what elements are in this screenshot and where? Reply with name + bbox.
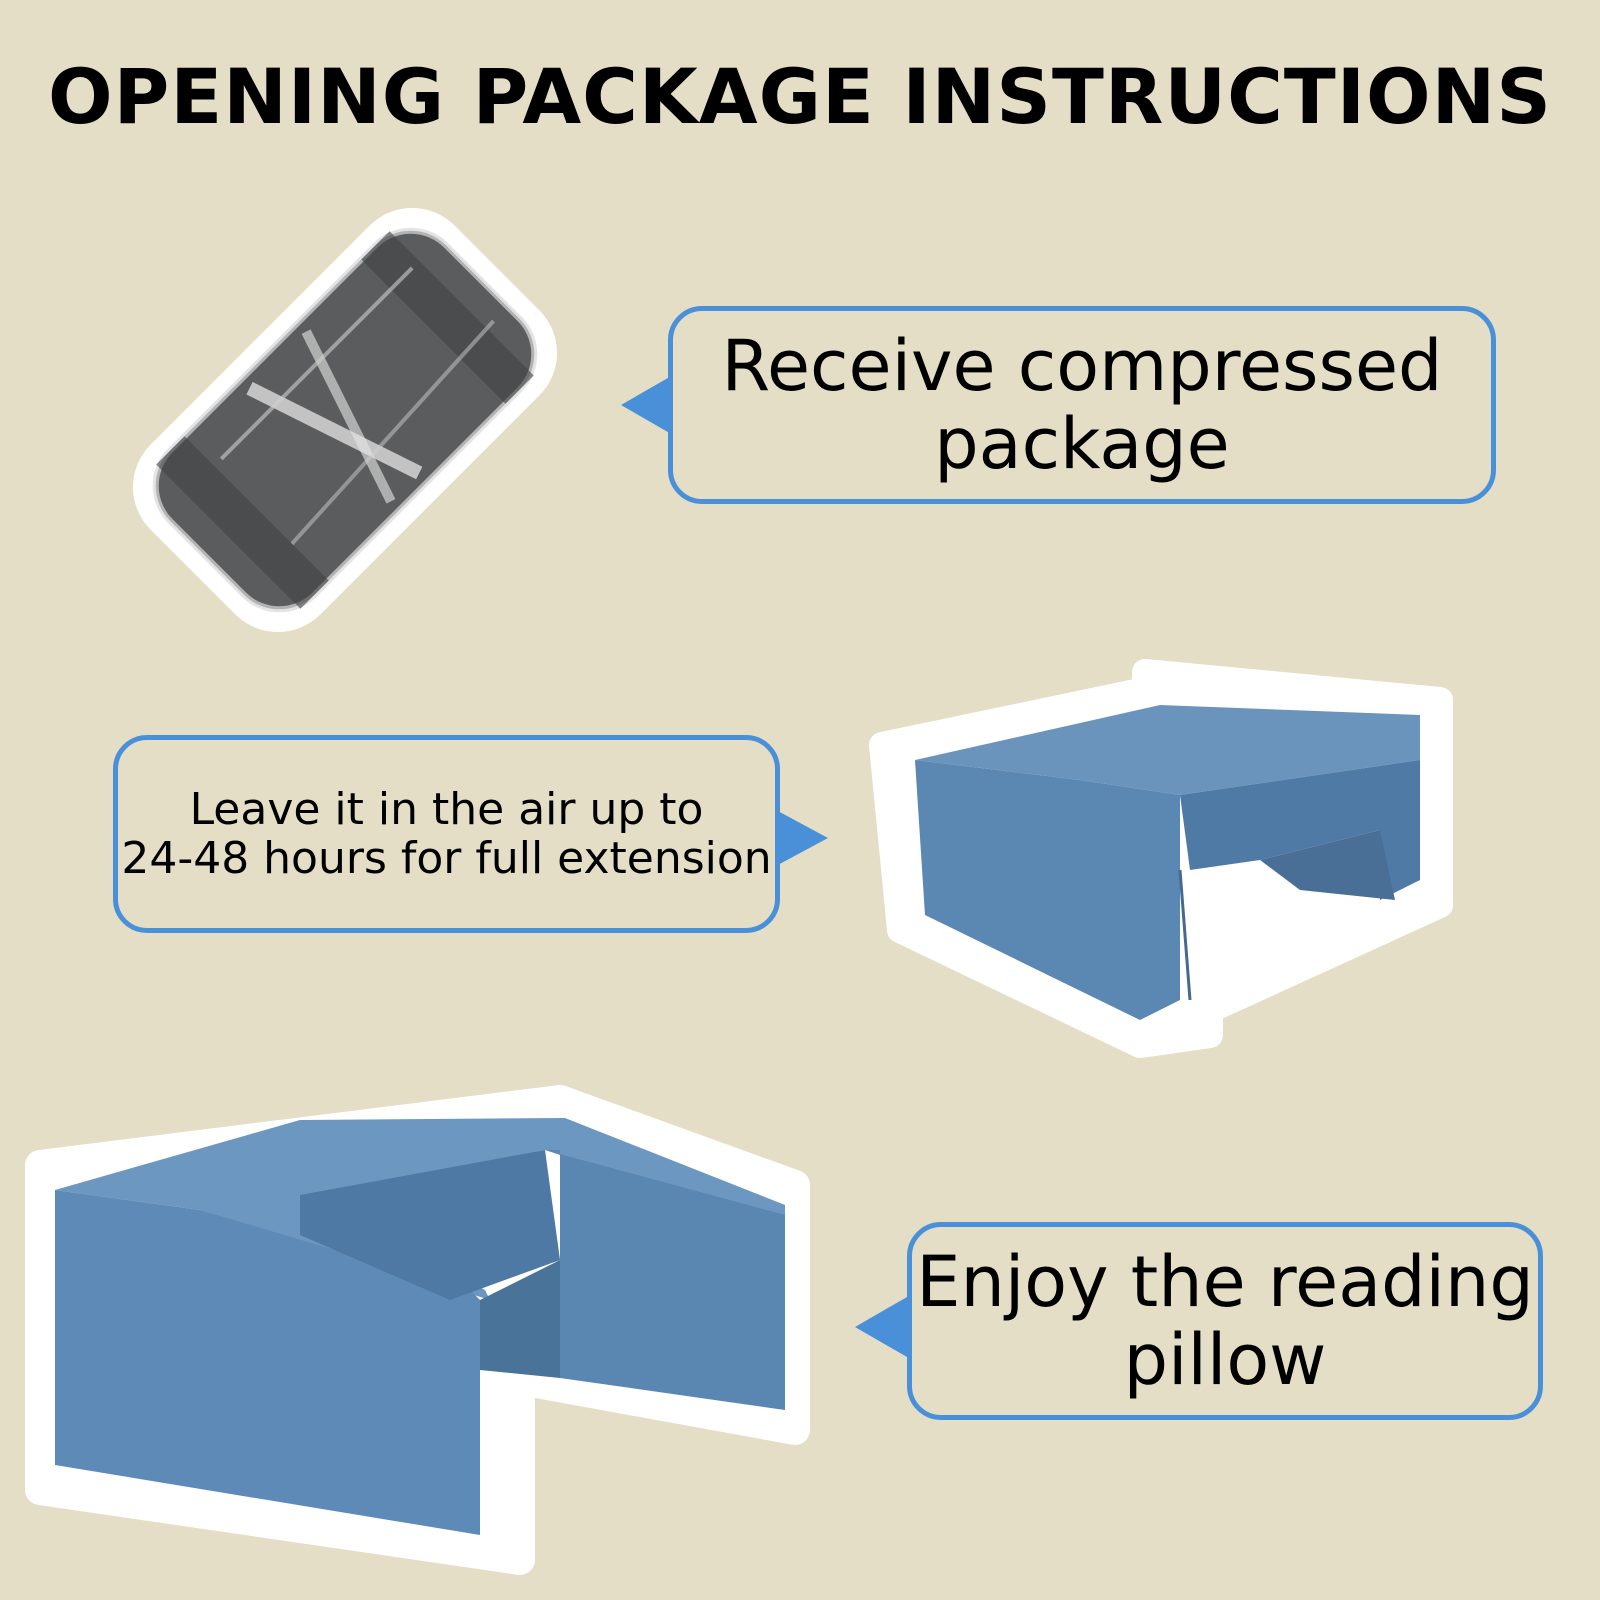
step-2-bubble: Leave it in the air up to 24-48 hours fo… [113, 735, 780, 933]
step-1-line-2: package [934, 403, 1230, 485]
step-3-line-2: pillow [1123, 1319, 1327, 1401]
step-1-bubble: Receive compressed package [668, 306, 1496, 504]
step-2-line-2: 24-48 hours for full extension [121, 833, 772, 884]
step-1-line-1: Receive compressed [721, 324, 1443, 407]
bubble-pointer-left [855, 1297, 907, 1357]
bubble-pointer-left [621, 375, 673, 435]
page-title: OPENING PACKAGE INSTRUCTIONS [48, 52, 1552, 141]
compressed-package-icon [132, 207, 558, 633]
step-3-bubble: Enjoy the reading pillow [907, 1222, 1543, 1420]
bubble-pointer-right [776, 810, 828, 866]
step-3-line-1: Enjoy the reading [916, 1240, 1534, 1323]
reading-pillow-icon [25, 1085, 810, 1575]
step-2-line-1: Leave it in the air up to [189, 783, 704, 835]
expanding-pillow-icon [869, 659, 1453, 1058]
